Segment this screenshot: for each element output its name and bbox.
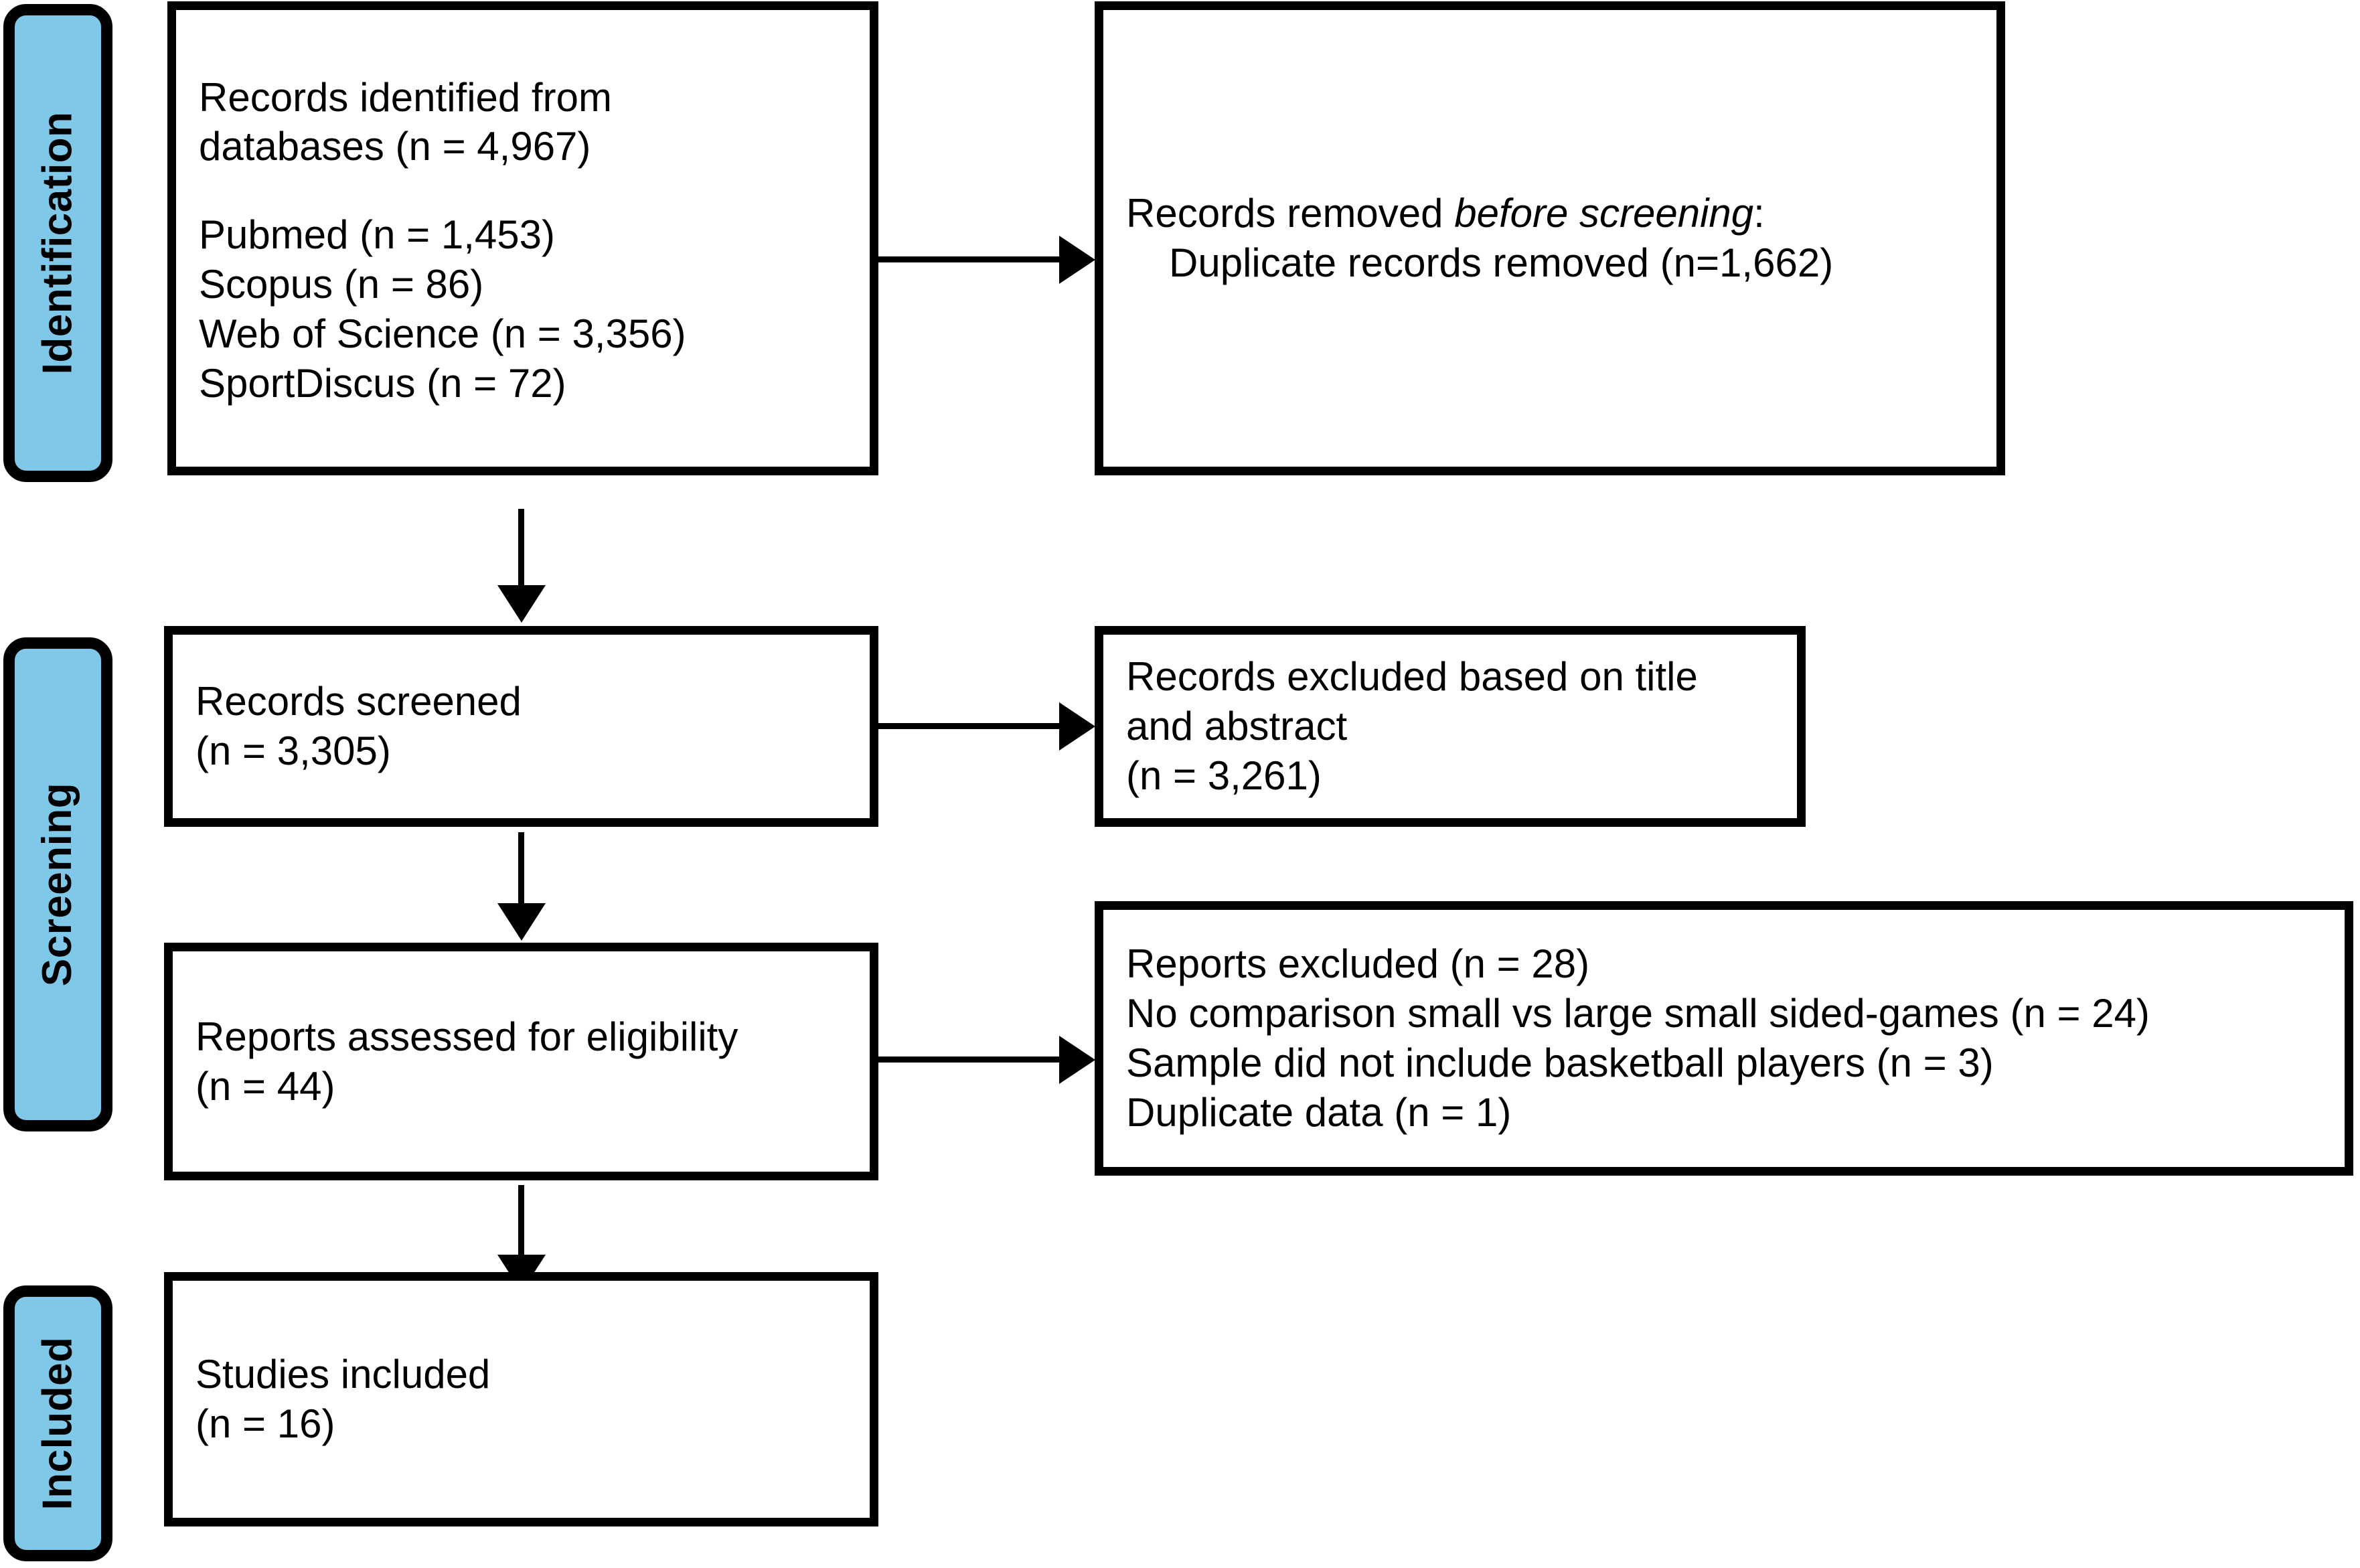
stage-label-screening: Screening xyxy=(34,782,81,987)
connector-screened-to-assessed xyxy=(518,832,524,906)
records-identified-source-web-of-science: Web of Science (n = 3,356) xyxy=(199,311,686,356)
node-reports-excluded-body: Reports excluded (n = 28) No comparison … xyxy=(1103,939,2345,1137)
stage-bar-identification: Identification xyxy=(3,4,112,482)
records-removed-heading-prefix: Records removed xyxy=(1126,191,1455,236)
stage-bar-included: Included xyxy=(3,1285,112,1561)
records-excluded-line-1: Records excluded based on title xyxy=(1126,654,1698,700)
node-records-excluded: Records excluded based on title and abst… xyxy=(1095,626,1806,827)
node-records-identified-body: Records identified from databases (n = 4… xyxy=(176,69,870,408)
reports-assessed-count: (n = 44) xyxy=(195,1063,335,1109)
records-identified-source-pubmed: Pubmed (n = 1,453) xyxy=(199,212,556,258)
stage-bar-screening: Screening xyxy=(3,637,112,1131)
reports-excluded-reason-duplicate-data: Duplicate data (n = 1) xyxy=(1126,1089,1512,1135)
records-removed-heading: Records removed before screening: xyxy=(1126,189,1974,238)
stage-label-included: Included xyxy=(34,1336,81,1510)
records-removed-heading-suffix: : xyxy=(1753,191,1765,236)
records-screened-count: (n = 3,305) xyxy=(195,728,391,773)
reports-excluded-reason-no-comparison: No comparison small vs large small sided… xyxy=(1126,991,2150,1036)
studies-included-label: Studies included xyxy=(195,1352,491,1397)
node-reports-assessed: Reports assessed for eligibility (n = 44… xyxy=(164,943,878,1180)
records-identified-source-sportdiscus: SportDiscus (n = 72) xyxy=(199,360,566,406)
arrow-identified-to-screened xyxy=(497,585,546,623)
node-records-excluded-body: Records excluded based on title and abst… xyxy=(1103,652,1797,800)
records-identified-source-scopus: Scopus (n = 86) xyxy=(199,262,484,307)
arrow-screened-to-assessed xyxy=(497,903,546,941)
records-screened-label: Records screened xyxy=(195,679,522,724)
node-studies-included-body: Studies included (n = 16) xyxy=(173,1350,870,1449)
studies-included-count: (n = 16) xyxy=(195,1401,335,1446)
node-reports-excluded: Reports excluded (n = 28) No comparison … xyxy=(1095,901,2353,1176)
node-records-removed-body: Records removed before screening: Duplic… xyxy=(1103,189,1996,288)
node-records-identified: Records identified from databases (n = 4… xyxy=(167,1,878,475)
arrow-identified-to-removed xyxy=(1059,236,1095,284)
records-identified-line-2: databases (n = 4,967) xyxy=(199,124,591,169)
connector-assessed-to-included xyxy=(518,1185,524,1257)
stage-label-identification: Identification xyxy=(34,111,81,375)
reports-assessed-label: Reports assessed for eligibility xyxy=(195,1014,738,1059)
records-excluded-count: (n = 3,261) xyxy=(1126,753,1322,798)
node-records-removed: Records removed before screening: Duplic… xyxy=(1095,1,2005,475)
records-identified-line-1: Records identified from xyxy=(199,74,612,120)
records-identified-spacer xyxy=(199,171,847,210)
records-removed-duplicates: Duplicate records removed (n=1,662) xyxy=(1169,240,1834,285)
records-excluded-line-2: and abstract xyxy=(1126,704,1348,749)
connector-assessed-to-reports-excluded xyxy=(878,1056,1059,1063)
records-removed-heading-italic: before screening xyxy=(1454,191,1754,236)
arrow-assessed-to-reports-excluded xyxy=(1059,1036,1095,1084)
connector-identified-to-removed xyxy=(878,256,1059,262)
node-records-screened-body: Records screened (n = 3,305) xyxy=(173,677,870,776)
connector-identified-to-screened xyxy=(518,509,524,588)
node-records-screened: Records screened (n = 3,305) xyxy=(164,626,878,827)
node-reports-assessed-body: Reports assessed for eligibility (n = 44… xyxy=(173,1012,870,1111)
connector-screened-to-excluded xyxy=(878,723,1059,729)
reports-excluded-reason-not-basketball: Sample did not include basketball player… xyxy=(1126,1040,1994,1085)
reports-excluded-total: Reports excluded (n = 28) xyxy=(1126,941,1590,987)
node-studies-included: Studies included (n = 16) xyxy=(164,1272,878,1526)
arrow-screened-to-excluded xyxy=(1059,702,1095,751)
